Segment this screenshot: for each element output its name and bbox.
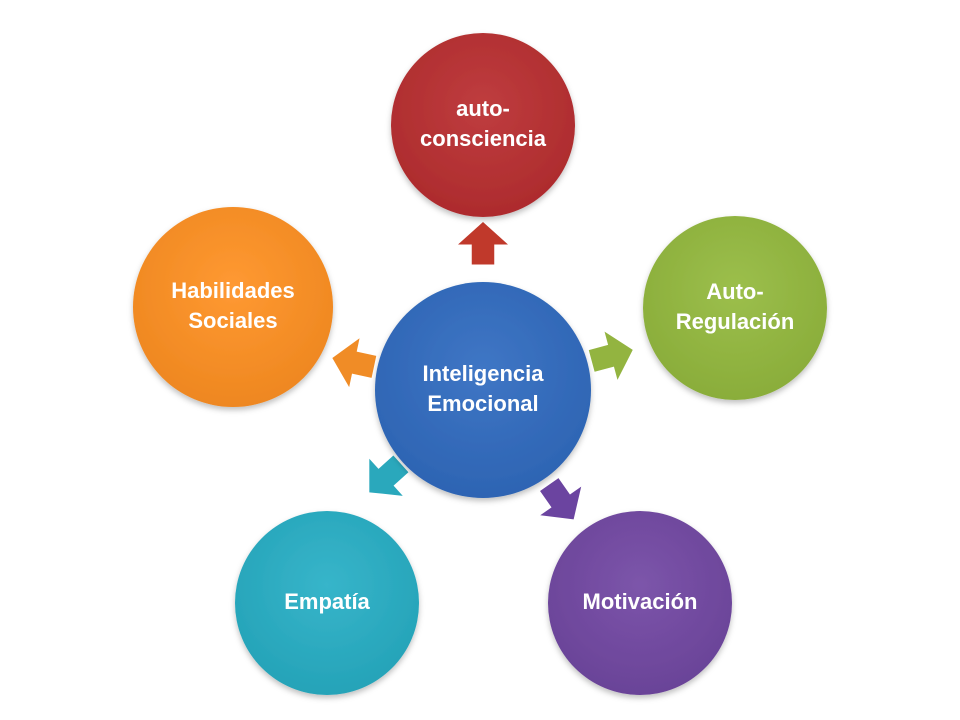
arrows-layer (332, 222, 633, 520)
node-auto-regulacion-label-line-1: Auto- (706, 279, 763, 304)
node-auto-consciencia-label-line-1: auto- (456, 96, 510, 121)
motivacion-arrow (540, 478, 582, 520)
center-node-inteligencia-emocional-circle (375, 282, 591, 498)
node-motivacion-circle (548, 511, 732, 695)
node-empatia-circle (235, 511, 419, 695)
node-auto-consciencia: auto-consciencia (391, 33, 575, 217)
empatia-arrow (369, 455, 409, 496)
auto-consciencia-arrow (458, 222, 508, 265)
node-auto-regulacion: Auto- Regulación (643, 216, 827, 400)
node-auto-consciencia-circle (391, 33, 575, 217)
node-habilidades-sociales-label-line-2: Sociales (188, 308, 277, 333)
node-auto-regulacion-label-line-2: Regulación (676, 309, 795, 334)
node-auto-regulacion-circle (643, 216, 827, 400)
node-motivacion-label-line-1: Motivación (583, 589, 698, 614)
node-habilidades-sociales-label-line-1: Habilidades (171, 278, 294, 303)
center-node-inteligencia-emocional-label-line-2: Emocional (427, 391, 538, 416)
node-empatia-label-line-1: Empatía (284, 589, 370, 614)
node-empatia: Empatía (235, 511, 419, 695)
habilidades-sociales-arrow (332, 338, 377, 388)
center-node-inteligencia-emocional-label-line-1: Inteligencia (422, 361, 544, 386)
node-motivacion: Motivación (548, 511, 732, 695)
auto-regulacion-arrow (588, 331, 633, 380)
node-auto-consciencia-label-line-2: consciencia (420, 126, 547, 151)
node-habilidades-sociales-circle (133, 207, 333, 407)
